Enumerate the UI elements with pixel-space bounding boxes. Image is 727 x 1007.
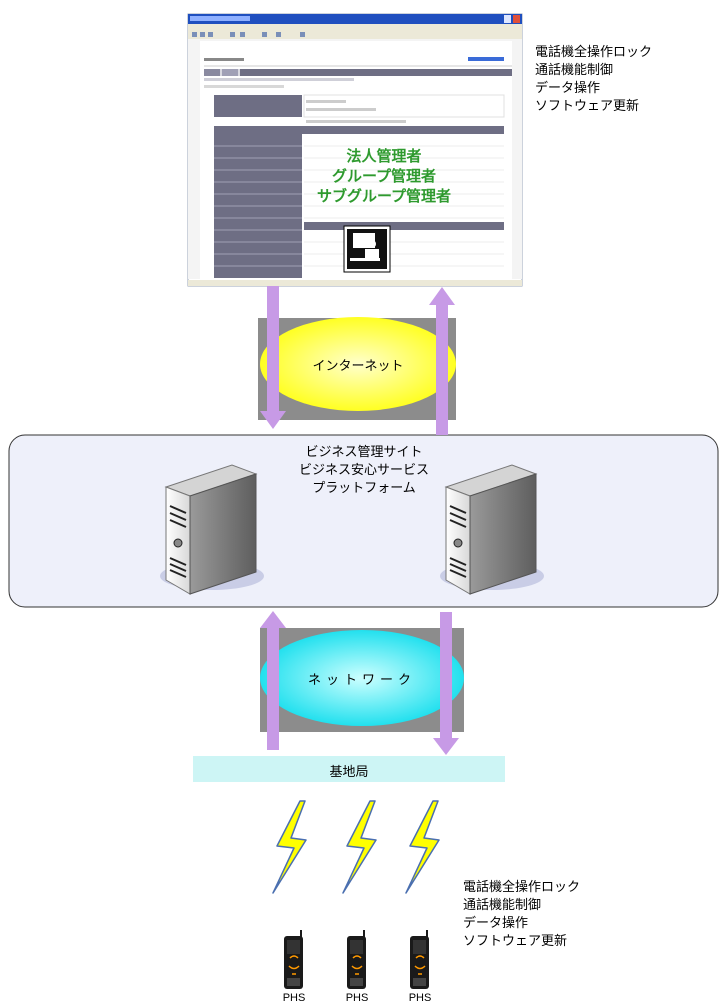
admin-feature-item: ソフトウェア更新 — [535, 99, 640, 114]
server-left-icon — [160, 464, 264, 595]
platform-label: ビジネス管理サイト ビジネス安心サービス プラットフォーム — [264, 444, 464, 498]
server-right-icon — [440, 464, 544, 595]
platform-label-site: ビジネス管理サイト — [305, 445, 423, 460]
administrator-icon — [343, 225, 391, 273]
phs-label: PHS — [408, 992, 432, 1004]
admin-role-corporate: 法人管理者 — [346, 147, 422, 165]
device-feature-item: データ操作 — [463, 916, 529, 931]
device-feature-item: 電話機全操作ロック — [463, 880, 581, 895]
admin-role-list: 法人管理者 グループ管理者 サブグループ管理者 — [304, 146, 464, 206]
base-station-bar — [193, 756, 505, 782]
network-band — [260, 628, 464, 732]
internet-band — [258, 317, 456, 420]
admin-feature-item: データ操作 — [535, 81, 601, 96]
internet-arrows — [260, 286, 455, 435]
admin-browser-window — [187, 13, 523, 287]
device-feature-item: 通話機能制御 — [463, 898, 542, 913]
admin-feature-list: 電話機全操作ロック 通話機能制御 データ操作 ソフトウェア更新 — [535, 44, 652, 116]
network-label: ネットワーク — [307, 673, 416, 688]
device-feature-item: ソフトウェア更新 — [463, 934, 568, 949]
platform-label-platform: プラットフォーム — [312, 481, 416, 496]
phs-handset-icons — [284, 930, 429, 989]
admin-feature-item: 通話機能制御 — [535, 63, 614, 78]
phs-label: PHS — [282, 992, 306, 1004]
internet-label: インターネット — [312, 359, 404, 374]
phs-label: PHS — [345, 992, 369, 1004]
base-station-label: 基地局 — [329, 765, 369, 780]
admin-role-group: グループ管理者 — [331, 167, 437, 185]
radio-lightning-icons — [272, 800, 440, 894]
network-arrows — [260, 611, 459, 755]
admin-feature-item: 電話機全操作ロック — [535, 45, 653, 60]
platform-label-service: ビジネス安心サービス — [298, 463, 429, 478]
admin-role-subgroup: サブグループ管理者 — [316, 187, 452, 205]
device-feature-list: 電話機全操作ロック 通話機能制御 データ操作 ソフトウェア更新 — [463, 879, 580, 951]
